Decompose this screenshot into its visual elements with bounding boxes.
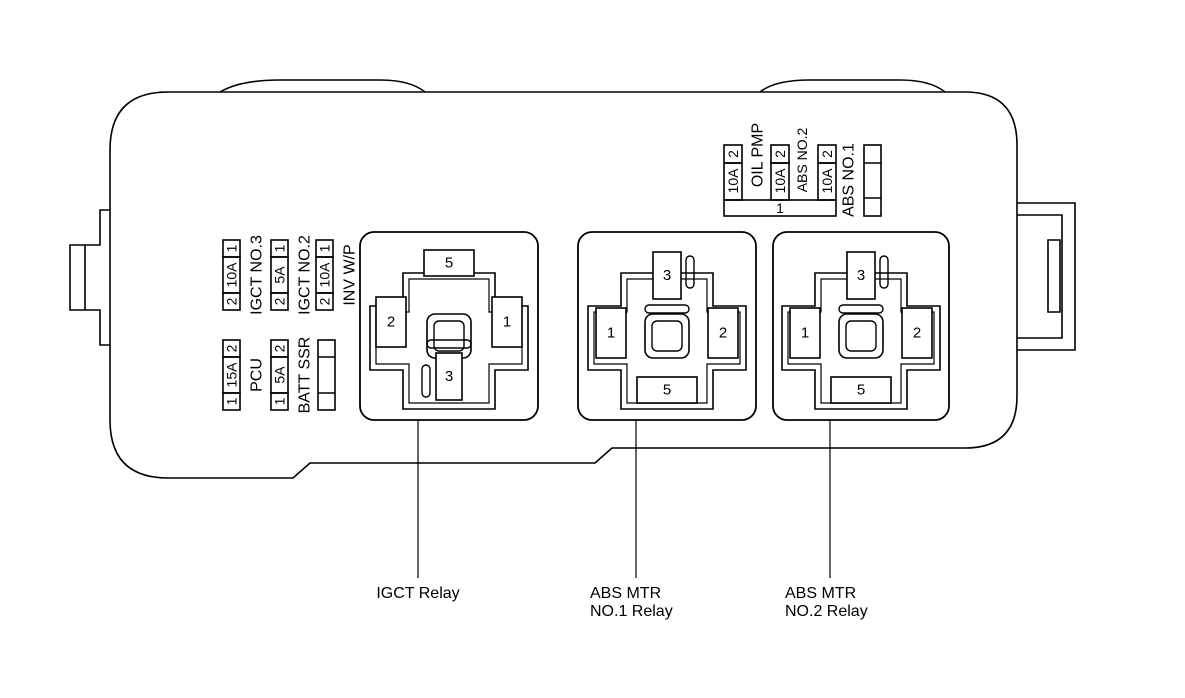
top-fuse-3[interactable]: 2 10A xyxy=(817,144,837,201)
fuse-rating: 10A xyxy=(819,168,835,194)
pin-right xyxy=(707,307,739,359)
fuse-pin: 2 xyxy=(819,150,835,158)
fuse-1[interactable]: 1 10A 2 IGCT NO.3 xyxy=(222,235,266,315)
fuse-rating: 10A xyxy=(224,262,240,288)
fuse-pin: 2 xyxy=(725,150,741,158)
pin-top xyxy=(423,249,475,277)
fuse-5[interactable]: 2 5A 1 BATT SSR xyxy=(270,337,314,414)
fuse-name: PCU xyxy=(249,358,266,392)
fuse-pin-top: 1 xyxy=(317,244,333,252)
fuse-pin-top: 1 xyxy=(272,244,288,252)
pin-left-label: 2 xyxy=(387,314,395,331)
pin-top-label: 3 xyxy=(663,267,671,284)
top-empty-slot xyxy=(863,144,882,217)
fuse-pin-bottom: 2 xyxy=(272,297,288,305)
pin-left-label: 1 xyxy=(801,325,809,342)
fuse-pin-bottom: 1 xyxy=(224,397,240,405)
housing-outline xyxy=(109,91,1018,479)
empty-fuse-slot xyxy=(317,339,336,411)
pin-left xyxy=(375,296,407,348)
abs-mtr-1-label-line2: NO.1 Relay xyxy=(590,603,673,620)
abs-mtr-1-label-line1: ABS MTR xyxy=(590,585,661,602)
fuse-pin: 2 xyxy=(772,150,788,158)
pin-bottom-label: 5 xyxy=(663,382,671,399)
fuse-4[interactable]: 2 15A 1 PCU xyxy=(222,339,266,411)
pin-bottom xyxy=(435,352,463,401)
pin-bottom-label: 3 xyxy=(445,368,453,385)
fuse-2[interactable]: 1 5A 2 IGCT NO.2 xyxy=(270,235,314,315)
fuse-rating: 5A xyxy=(272,366,288,384)
fuse-pin-bottom: 1 xyxy=(272,397,288,405)
fuse-name: BATT SSR xyxy=(297,337,314,414)
pin-bottom xyxy=(830,376,892,404)
top-fuse-1[interactable]: 2 10A xyxy=(723,144,743,201)
fuse-pin-top: 2 xyxy=(272,344,288,352)
fuse-pin-top: 2 xyxy=(224,344,240,352)
fuse-rating: 5A xyxy=(272,266,288,284)
pin-right-label: 2 xyxy=(719,325,727,342)
abs-mtr-no1-relay-socket[interactable]: 3 1 2 5 xyxy=(577,231,757,421)
pin-right xyxy=(491,296,523,348)
pin-top-label: 5 xyxy=(445,255,453,272)
fuse-name: IGCT NO.2 xyxy=(297,235,314,315)
top-tab-left xyxy=(219,79,426,93)
fuse-pin-top: 1 xyxy=(224,244,240,252)
top-tab-right xyxy=(759,79,946,93)
igct-relay-outline xyxy=(359,231,539,421)
pin-right-label: 1 xyxy=(503,314,511,331)
pin-left xyxy=(595,307,627,359)
pin-right xyxy=(901,307,933,359)
top-fuse-2[interactable]: 2 10A xyxy=(770,144,790,201)
abs-mtr-no2-relay-outline xyxy=(772,231,950,421)
pin-top xyxy=(652,251,682,300)
abs-mtr-no1-relay-outline xyxy=(577,231,757,421)
fuse-name-abs-no2: ABS NO.2 xyxy=(794,128,810,193)
pin-right-label: 2 xyxy=(913,325,921,342)
igct-relay-socket[interactable]: 5 2 1 3 xyxy=(359,231,539,421)
pin-top xyxy=(846,251,876,300)
pin-bottom xyxy=(636,376,698,404)
left-connector xyxy=(69,209,110,346)
fuse-pin-bottom: 2 xyxy=(224,297,240,305)
right-connector xyxy=(1017,202,1076,351)
fuse-rating: 10A xyxy=(317,262,333,288)
fuse-3[interactable]: 1 10A 2 INV W/P xyxy=(315,239,359,311)
fuse-rating: 10A xyxy=(772,168,788,194)
fuse-name-abs-no1: ABS NO.1 xyxy=(841,143,858,217)
pin-top-label: 3 xyxy=(857,267,865,284)
pin-bottom-label: 5 xyxy=(857,382,865,399)
abs-mtr-no2-relay-socket[interactable]: 3 1 2 5 xyxy=(772,231,950,421)
pin-left xyxy=(789,307,821,359)
abs-mtr-2-label-line1: ABS MTR xyxy=(785,585,856,602)
pin-left-label: 1 xyxy=(607,325,615,342)
igct-relay-label: IGCT Relay xyxy=(376,585,459,602)
fuse-name: IGCT NO.3 xyxy=(249,235,266,315)
top-fuse-common-pin: 1 xyxy=(776,200,784,216)
fuse-name: INV W/P xyxy=(342,244,359,305)
abs-mtr-2-label-line2: NO.2 Relay xyxy=(785,603,868,620)
fuse-name-oil-pmp: OIL PMP xyxy=(750,123,767,187)
fuse-rating: 10A xyxy=(725,168,741,194)
fuse-rating: 15A xyxy=(224,362,240,388)
fuse-pin-bottom: 2 xyxy=(317,297,333,305)
